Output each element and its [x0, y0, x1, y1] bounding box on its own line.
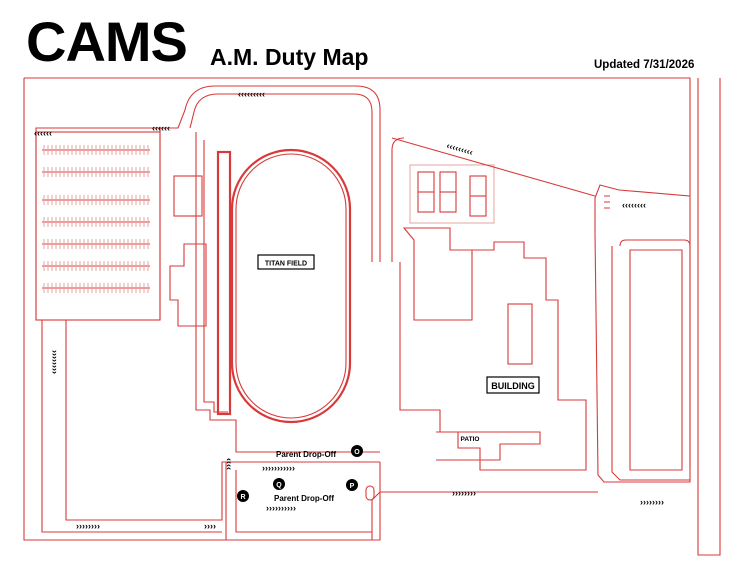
arrows-right-road: ‹‹‹‹‹‹‹‹ — [622, 200, 646, 210]
field-perimeter — [195, 132, 380, 453]
arrows-drop-entry: ›››› — [223, 458, 233, 470]
duty-post-r: R — [237, 490, 249, 502]
right-lot — [611, 239, 691, 481]
diagonal-road — [391, 137, 596, 262]
left-road — [41, 320, 380, 533]
parent-drop-off: Parent Drop-Off Parent Drop-Off — [225, 450, 381, 541]
titan-field: TITAN FIELD — [216, 148, 352, 424]
arrows-bottom-mid: ›››› — [204, 521, 216, 531]
parking-lot — [35, 131, 161, 321]
building — [399, 227, 587, 471]
arrows-drop-lane-top: ››››››››››› — [262, 463, 295, 473]
field-label: TITAN FIELD — [265, 261, 307, 268]
post-r-label: R — [240, 494, 245, 501]
building-label: BUILDING — [491, 381, 535, 391]
page-title: CAMS — [26, 10, 188, 73]
drop-off-label-bottom: Parent Drop-Off — [274, 494, 334, 503]
arrows-bottom-left: ›››››››› — [76, 521, 100, 531]
arrows-drop-lane-bottom: ›››››››››› — [266, 503, 296, 513]
tennis-courts — [409, 164, 495, 224]
arrows-top-left-curve: ‹‹‹‹‹‹ — [152, 123, 170, 133]
post-p-label: P — [350, 483, 355, 490]
top-road — [35, 85, 381, 321]
right-street-outer — [697, 78, 721, 556]
updated-date: Updated 7/31/2026 — [594, 59, 695, 71]
post-o-label: O — [354, 449, 360, 456]
building-courtyard — [507, 303, 533, 365]
patio-area — [436, 431, 541, 461]
duty-post-p: P — [346, 479, 358, 491]
arrows-far-right: ›››››››› — [640, 497, 664, 507]
campus-boundary — [23, 77, 691, 541]
bleachers — [169, 243, 207, 327]
parking-rows — [42, 145, 150, 293]
right-road-stop — [604, 195, 610, 209]
drop-off-label-top: Parent Drop-Off — [276, 450, 336, 459]
press-box — [173, 175, 203, 217]
arrows-bottom-right-road: ›››››››› — [452, 488, 476, 498]
duty-post-q: Q — [273, 478, 285, 490]
arrows-top-road: ‹‹‹‹‹‹‹‹‹ — [238, 89, 265, 99]
arrows-left-road: ›››››››› — [50, 350, 60, 374]
page-subtitle: A.M. Duty Map — [210, 44, 369, 70]
duty-post-o: O — [351, 445, 363, 457]
top-road-inner — [189, 93, 373, 262]
post-q-label: Q — [276, 482, 282, 489]
arrows-lot-entry: ‹‹‹‹‹‹ — [34, 128, 52, 138]
patio-label: PATIO — [461, 436, 480, 443]
